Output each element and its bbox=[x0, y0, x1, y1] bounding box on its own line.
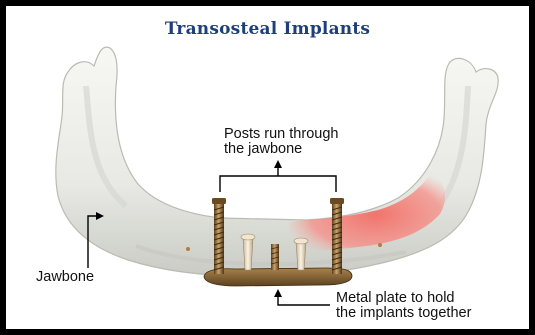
diagram-panel: Transosteal Implants Posts run through t… bbox=[6, 6, 529, 329]
bone-hole-right bbox=[378, 243, 382, 247]
jawbone-shape bbox=[56, 47, 498, 276]
posts-label-line1: Posts run through bbox=[224, 127, 338, 142]
metal-plate bbox=[204, 268, 352, 286]
plate-label-line2: the implants together bbox=[336, 306, 471, 321]
screw-post-left bbox=[212, 198, 226, 274]
plate-label-line1: Metal plate to hold bbox=[336, 291, 471, 306]
plate-callout-arrowhead bbox=[274, 289, 282, 297]
screw-post-right bbox=[330, 198, 344, 274]
plate-label: Metal plate to hold the implants togethe… bbox=[336, 291, 471, 321]
jawbone-label: Jawbone bbox=[36, 270, 94, 285]
posts-label-line2: the jawbone bbox=[224, 142, 338, 157]
posts-callout-bracket bbox=[220, 166, 336, 192]
abutment-post-2 bbox=[271, 244, 279, 270]
bone-hole-left bbox=[186, 247, 190, 251]
plate-callout-line bbox=[278, 296, 330, 305]
posts-label: Posts run through the jawbone bbox=[224, 127, 338, 157]
posts-callout-arrowhead bbox=[274, 160, 282, 168]
diagram-title: Transosteal Implants bbox=[6, 19, 529, 39]
